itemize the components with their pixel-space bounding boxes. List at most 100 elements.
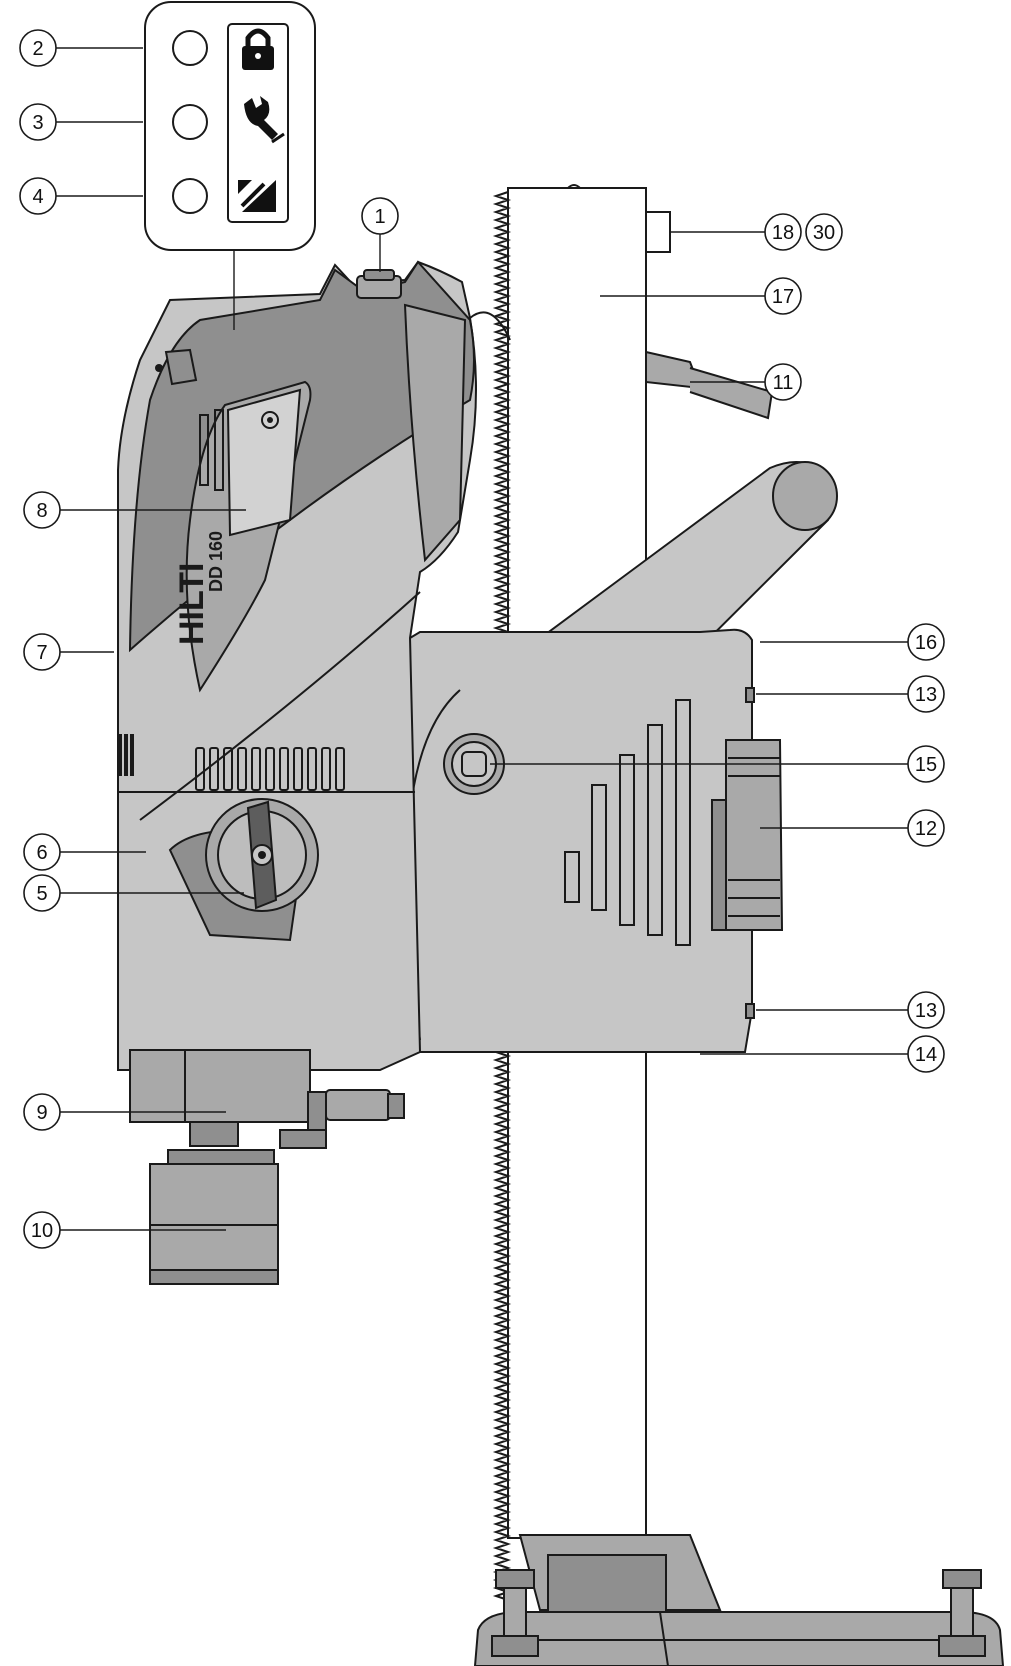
callout-number: 12: [915, 818, 937, 840]
vent-slot: [237, 747, 247, 791]
callout-circle: [23, 633, 61, 671]
callout-c12: 12: [907, 809, 945, 847]
callout-number: 15: [915, 754, 937, 776]
callout-circle: [19, 103, 57, 141]
on-off-switch: [356, 269, 402, 299]
callout-c10: 10: [23, 1211, 61, 1249]
callout-circle: [907, 809, 945, 847]
callout-number: 6: [36, 842, 47, 864]
model-label: DD 160: [206, 531, 226, 592]
indicator-light-lock: [172, 30, 208, 66]
callout-circle: [23, 1211, 61, 1249]
callout-c7: 7: [23, 633, 61, 671]
screw-upper: [745, 687, 755, 703]
vent-slot: [251, 747, 261, 791]
callout-circle: [907, 745, 945, 783]
lock-icon: [242, 28, 274, 70]
callout-circle: [23, 833, 61, 871]
vent-slot: [195, 747, 205, 791]
callout-c17: 17: [764, 277, 802, 315]
stand-base: [473, 1534, 1005, 1666]
callout-number: 14: [915, 1044, 937, 1066]
indicator-light-service: [172, 104, 208, 140]
vent-slot: [279, 747, 289, 791]
power-cable: [469, 311, 774, 420]
callout-circle: [361, 197, 399, 235]
callout-circle: [764, 363, 802, 401]
callout-c1: 1: [361, 197, 399, 235]
vent-slot: [321, 747, 331, 791]
callout-c2: 2: [19, 29, 57, 67]
vent-slot: [265, 747, 275, 791]
vent-slot: [293, 747, 303, 791]
motor-housing: HILTI DD 160: [117, 260, 477, 1071]
callout-number: 5: [36, 883, 47, 905]
callout-c5: 5: [23, 874, 61, 912]
wrench-icon: [244, 96, 285, 144]
callout-number: 4: [32, 186, 43, 208]
callout-circle: [907, 675, 945, 713]
callout-c14: 14: [907, 1035, 945, 1073]
callout-circle: [23, 1093, 61, 1131]
locking-bolt: [443, 733, 505, 795]
callout-number: 16: [915, 632, 937, 654]
callout-circle: [19, 29, 57, 67]
vent-slot: [209, 747, 219, 791]
quick-release-chuck: [149, 1149, 279, 1285]
callout-circle: [19, 177, 57, 215]
callout-c8: 8: [23, 491, 61, 529]
callout-number: 10: [31, 1220, 53, 1242]
callout-number: 18: [772, 222, 794, 244]
leveling-screw-left: [491, 1569, 539, 1657]
callout-number: 13: [915, 1000, 937, 1022]
callout-number: 7: [36, 642, 47, 664]
motor-vent-grille: [195, 747, 345, 791]
feed-handwheel: [711, 739, 784, 931]
callout-number: 17: [772, 286, 794, 308]
callout-circle: [23, 874, 61, 912]
diagonal-arrow-icon: [238, 180, 276, 212]
callout-circle: [23, 491, 61, 529]
callout-number: 2: [32, 38, 43, 60]
callout-c15: 15: [907, 745, 945, 783]
callout-circle: [764, 213, 802, 251]
callout-c13b: 13: [907, 991, 945, 1029]
brand-logo: HILTI: [173, 563, 211, 645]
callout-c16: 16: [907, 623, 945, 661]
vent-slot: [223, 747, 233, 791]
callout-number: 9: [36, 1102, 47, 1124]
callout-number: 3: [32, 112, 43, 134]
callout-c11: 11: [764, 363, 802, 401]
leader-lines: [56, 47, 908, 1231]
callout-number: 13: [915, 684, 937, 706]
drill-carriage: [405, 461, 838, 1053]
callout-circle: [764, 277, 802, 315]
callout-c3: 3: [19, 103, 57, 141]
leveling-screw-right: [938, 1569, 986, 1657]
status-indicator-panel: [144, 1, 316, 330]
indicator-light-overload: [172, 178, 208, 214]
callout-c4: 4: [19, 177, 57, 215]
water-supply-swivel: [129, 1049, 405, 1149]
callout-circle: [805, 213, 843, 251]
callout-circle: [907, 1035, 945, 1073]
callout-c30: 30: [805, 213, 843, 251]
callout-number: 11: [773, 372, 794, 394]
callout-number: 30: [813, 222, 835, 244]
callout-number: 8: [36, 500, 47, 522]
callout-circle: [907, 991, 945, 1029]
side-grip-ridges: [118, 734, 134, 776]
callout-c9: 9: [23, 1093, 61, 1131]
gear-selector: [168, 798, 319, 942]
depth-stop: [645, 211, 671, 253]
screw-lower: [745, 1003, 755, 1019]
callout-c13a: 13: [907, 675, 945, 713]
carriage-vents: [564, 699, 691, 946]
callout-number: 1: [374, 206, 385, 228]
callout-c6: 6: [23, 833, 61, 871]
vent-slot: [335, 747, 345, 791]
callout-circle: [907, 623, 945, 661]
vent-slot: [307, 747, 317, 791]
